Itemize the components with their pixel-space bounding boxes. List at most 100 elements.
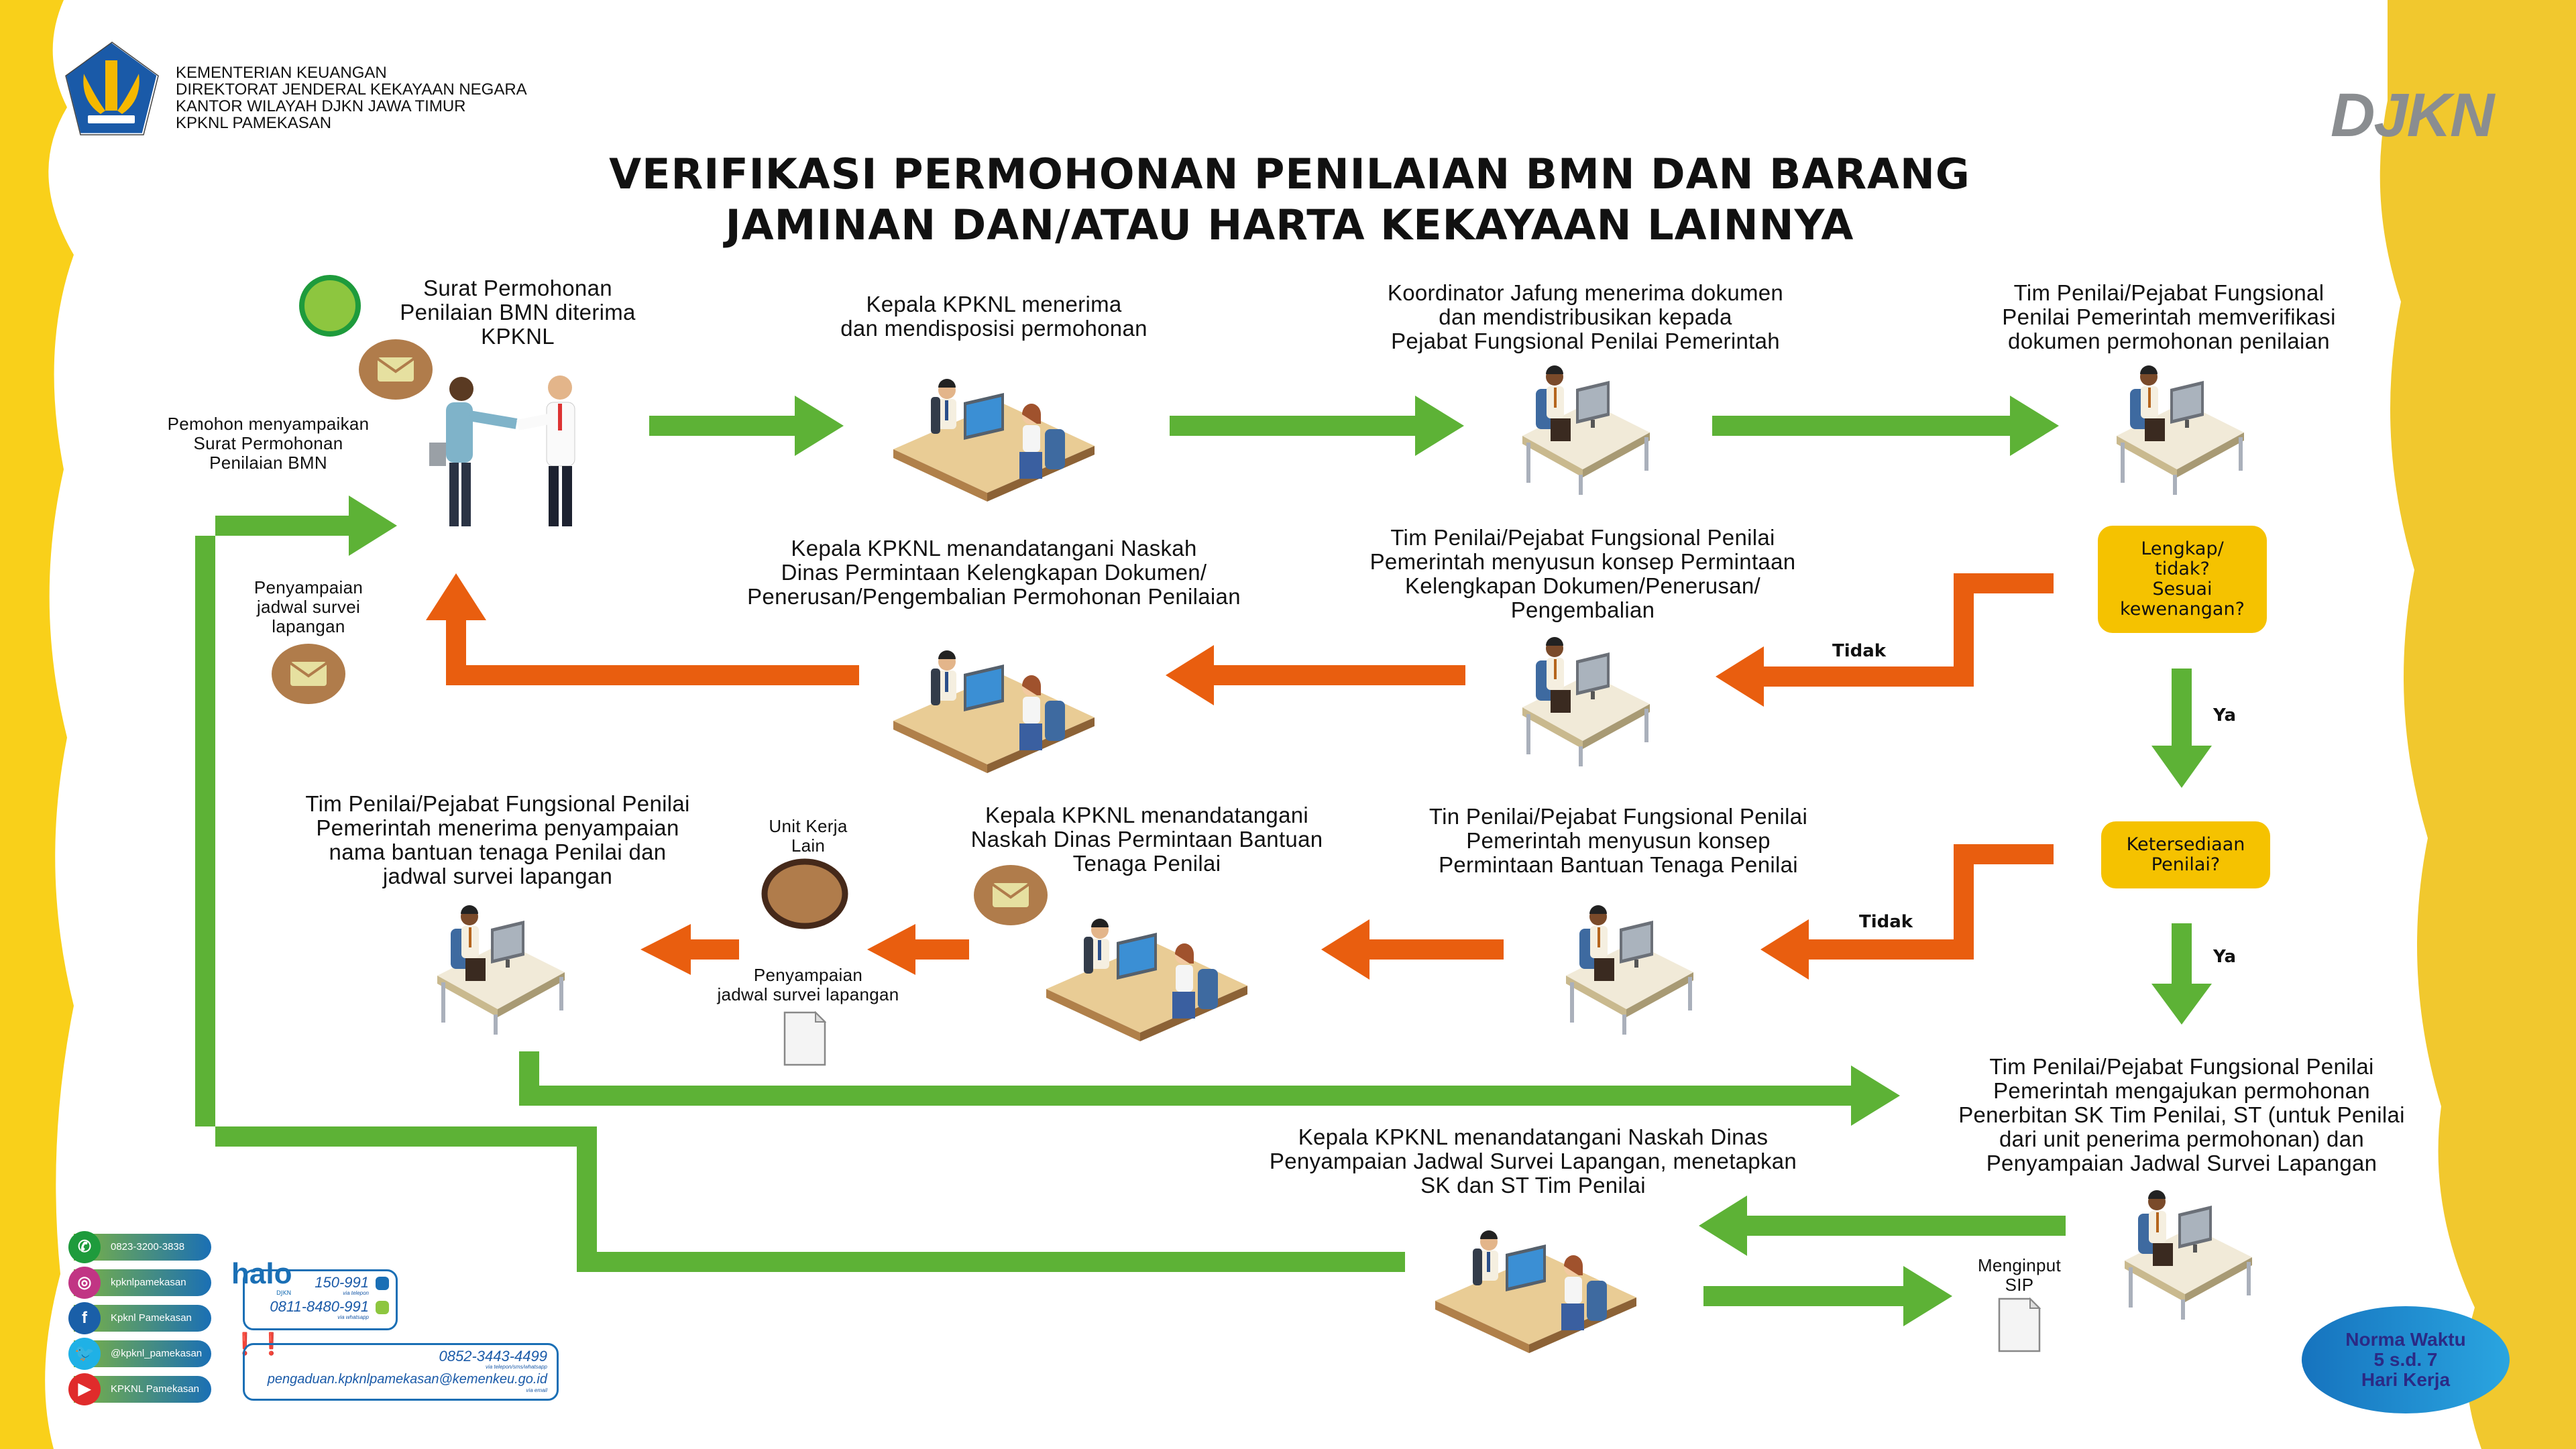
decision-text: kewenangan? (2120, 599, 2245, 620)
step-label-line: Penilai Pemerintah memverifikasi (2002, 304, 2336, 329)
step-label-line: Tenaga Penilai (1072, 851, 1221, 876)
officials-at-desk-illustration (893, 650, 1095, 773)
step-label-line: Pemerintah menyusun konsep (1466, 828, 1771, 853)
step-label-line: Penyampaian (753, 965, 863, 985)
step-label-line: Surat Permohonan (423, 276, 612, 300)
social-link-label: @kpknl_pamekasan (111, 1348, 203, 1359)
youtube-icon: ▶ (68, 1373, 101, 1405)
arrow-disposisi-to-koordinator (1170, 396, 1464, 456)
orange-arrows (426, 573, 2054, 980)
djkn-logo: DJKN (2331, 81, 2494, 150)
arrow-konsep-bantuan-to-ttd (1321, 919, 1504, 980)
step-label-line: Pengembalian (1510, 597, 1655, 622)
worker-at-desk-illustration (2125, 1190, 2252, 1320)
step-label-line: Penilaian BMN (209, 453, 327, 473)
envelope-icon (272, 644, 345, 704)
whatsapp-icon: ✆ (68, 1231, 101, 1263)
decision-ketersediaan: Ketersediaan Penilai? (2101, 821, 2270, 888)
social-link-label: 0823-3200-3838 (111, 1241, 185, 1253)
step-label-line: nama bantuan tenaga Penilai dan (329, 839, 667, 864)
decision-text: Ketersediaan (2126, 834, 2245, 855)
title-line: VERIFIKASI PERMOHONAN PENILAIAN BMN DAN … (609, 150, 1970, 198)
step-label-line: Tim Penilai/Pejabat Fungsional Penilai (305, 791, 690, 816)
halo-phone[interactable]: 150-991 (315, 1274, 369, 1291)
worker-at-desk-illustration (2117, 365, 2244, 495)
arrow-konsep-to-ttd-kelengkapan (1166, 645, 1465, 705)
step-label-line: Pemohon menyampaikan (167, 414, 370, 434)
halo-logo: halo (231, 1257, 292, 1290)
pengaduan-email[interactable]: pengaduan.kpknlpamekasan@kemenkeu.go.id (267, 1372, 547, 1387)
left-yellow-brush (0, 0, 74, 1449)
step-label-line: Penilaian BMN diterima (400, 300, 636, 325)
step-label-line: Menginput (1977, 1255, 2062, 1275)
pengaduan-phone-note: via telepon/sms/whatsapp (485, 1364, 547, 1370)
norma-line: Hari Kerja (2361, 1369, 2451, 1390)
officials-at-desk-illustration (893, 379, 1095, 502)
pengaduan-phone[interactable]: 0852-3443-4499 (439, 1348, 547, 1365)
step-label-line: jadwal survei lapangan (717, 984, 899, 1004)
step-label-line: Pemerintah mengajukan permohonan (1993, 1078, 2370, 1103)
norma-line: 5 s.d. 7 (2373, 1349, 2438, 1370)
organization-header: KEMENTERIAN KEUANGAN DIREKTORAT JENDERAL… (176, 64, 527, 131)
start-node-circle (299, 275, 361, 337)
worker-at-desk-illustration (1566, 905, 1693, 1035)
step-label-line: Lain (791, 835, 826, 856)
social-link-label: kpknlpamekasan (111, 1277, 186, 1288)
social-link-youtube[interactable]: ▶ KPKNL Pamekasan (68, 1373, 211, 1405)
step-label-line: Unit Kerja (769, 816, 848, 836)
step-label-line: KPKNL (481, 324, 555, 349)
decision-text: Lengkap/ (2141, 538, 2224, 559)
step-label-line: Penyampaian (254, 577, 363, 597)
step-label-line: dokumen permohonan penilaian (2008, 329, 2330, 353)
step-label-line: Kepala KPKNL menandatangani Naskah Dinas (1298, 1124, 1769, 1149)
social-link-label: KPKNL Pamekasan (111, 1383, 200, 1395)
org-line: KEMENTERIAN KEUANGAN (176, 64, 387, 82)
step-label-line: Pemerintah menerima penyampaian (316, 815, 679, 840)
step-label-line: Pejabat Fungsional Penilai Pemerintah (1391, 329, 1780, 353)
social-link-twitter[interactable]: 🐦@kpknl_pamekasan (68, 1338, 211, 1370)
page-title: VERIFIKASI PERMOHONAN PENILAIAN BMN DAN … (609, 149, 1970, 251)
norma-waktu-badge: Norma Waktu 5 s.d. 7 Hari Kerja (2302, 1306, 2510, 1413)
step-label-line: Dinas Permintaan Kelengkapan Dokumen/ (781, 560, 1207, 585)
arrow-terima-to-ajukan (519, 1051, 1900, 1126)
halo-wa[interactable]: 0811-8480-991 (270, 1298, 369, 1315)
branch-label-tidak: Tidak (1859, 912, 1913, 932)
step-label-line: SIP (2005, 1275, 2034, 1295)
step-label-line: dan mendistribusikan kepada (1439, 304, 1732, 329)
officials-at-desk-illustration (1046, 919, 1247, 1041)
step-label-line: Naskah Dinas Permintaan Bantuan (970, 827, 1323, 852)
step-label-line: Kepala KPKNL menandatangani Naskah (791, 536, 1197, 561)
social-link-instagram[interactable]: ◎kpknlpamekasan (68, 1267, 211, 1299)
right-yellow-brush (2379, 0, 2576, 1449)
unit-kerja-lain-circle (761, 858, 848, 929)
decision-text: Sesuai (2152, 579, 2213, 599)
document-icon (1998, 1297, 2041, 1352)
norma-line: Norma Waktu (2345, 1329, 2466, 1350)
arrow-ya-1 (2151, 669, 2212, 788)
step-label-line: dari unit penerima permohonan) dan (1999, 1126, 2365, 1151)
social-link-whatsapp[interactable]: ✆ 0823-3200-3838 (68, 1231, 211, 1263)
worker-at-desk-illustration (1522, 365, 1650, 495)
worker-at-desk-illustration (437, 905, 565, 1035)
title-line: JAMINAN DAN/ATAU HARTA KEKAYAAN LAINNYA (725, 200, 1854, 249)
step-label-line: jadwal survei lapangan (382, 864, 613, 888)
step-label-line: Tin Penilai/Pejabat Fungsional Penilai (1429, 804, 1808, 829)
step-label-ttd-sk: Kepala KPKNL menandatangani Naskah Dinas… (1270, 1125, 1797, 1198)
officials-at-desk-illustration (1435, 1230, 1636, 1353)
decision-text: tidak? (2155, 559, 2210, 579)
step-label-line: lapangan (272, 616, 345, 636)
halo-wa-note: via whatsapp (337, 1314, 369, 1320)
phone-icon (376, 1277, 389, 1290)
step-label-line: Permintaan Bantuan Tenaga Penilai (1439, 852, 1798, 877)
